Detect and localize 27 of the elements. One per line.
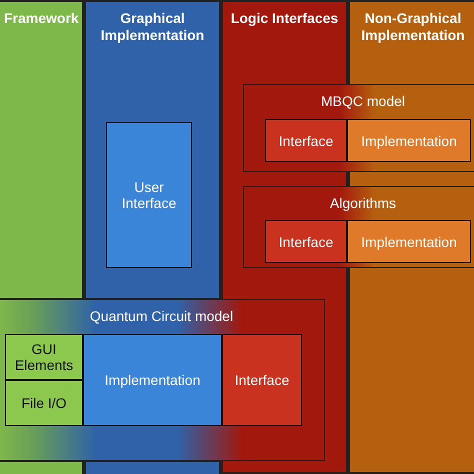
column-heading: Logic Interfaces [230,10,340,27]
component-label: Implementation [104,372,202,388]
component-box [265,119,347,162]
component-label: Implementation [360,234,458,250]
component-label: Interface [278,234,334,250]
component-label: Interface [234,372,290,388]
component-label: GUI Elements [14,341,74,373]
component-box [83,334,222,426]
component-box [265,220,347,263]
column-heading: Graphical Implementation [100,10,206,44]
component-box [5,380,83,426]
panel-title: Algorithms [328,195,398,212]
panel-title: MBQC model [320,93,406,110]
component-box [106,122,192,268]
component-box [222,334,302,426]
component-label: Implementation [360,132,458,148]
component-label: Interface [278,132,334,148]
component-box [347,220,471,263]
component-box [347,119,471,162]
component-box [5,334,83,380]
column-heading: Framework [3,10,80,27]
component-label: File I/O [20,395,68,411]
layer-column [0,0,84,300]
panel-title: Quantum Circuit model [88,308,234,325]
component-label: User Interface [120,179,178,211]
column-heading: Non-Graphical Implementation [360,10,466,44]
layer-column [84,0,221,300]
